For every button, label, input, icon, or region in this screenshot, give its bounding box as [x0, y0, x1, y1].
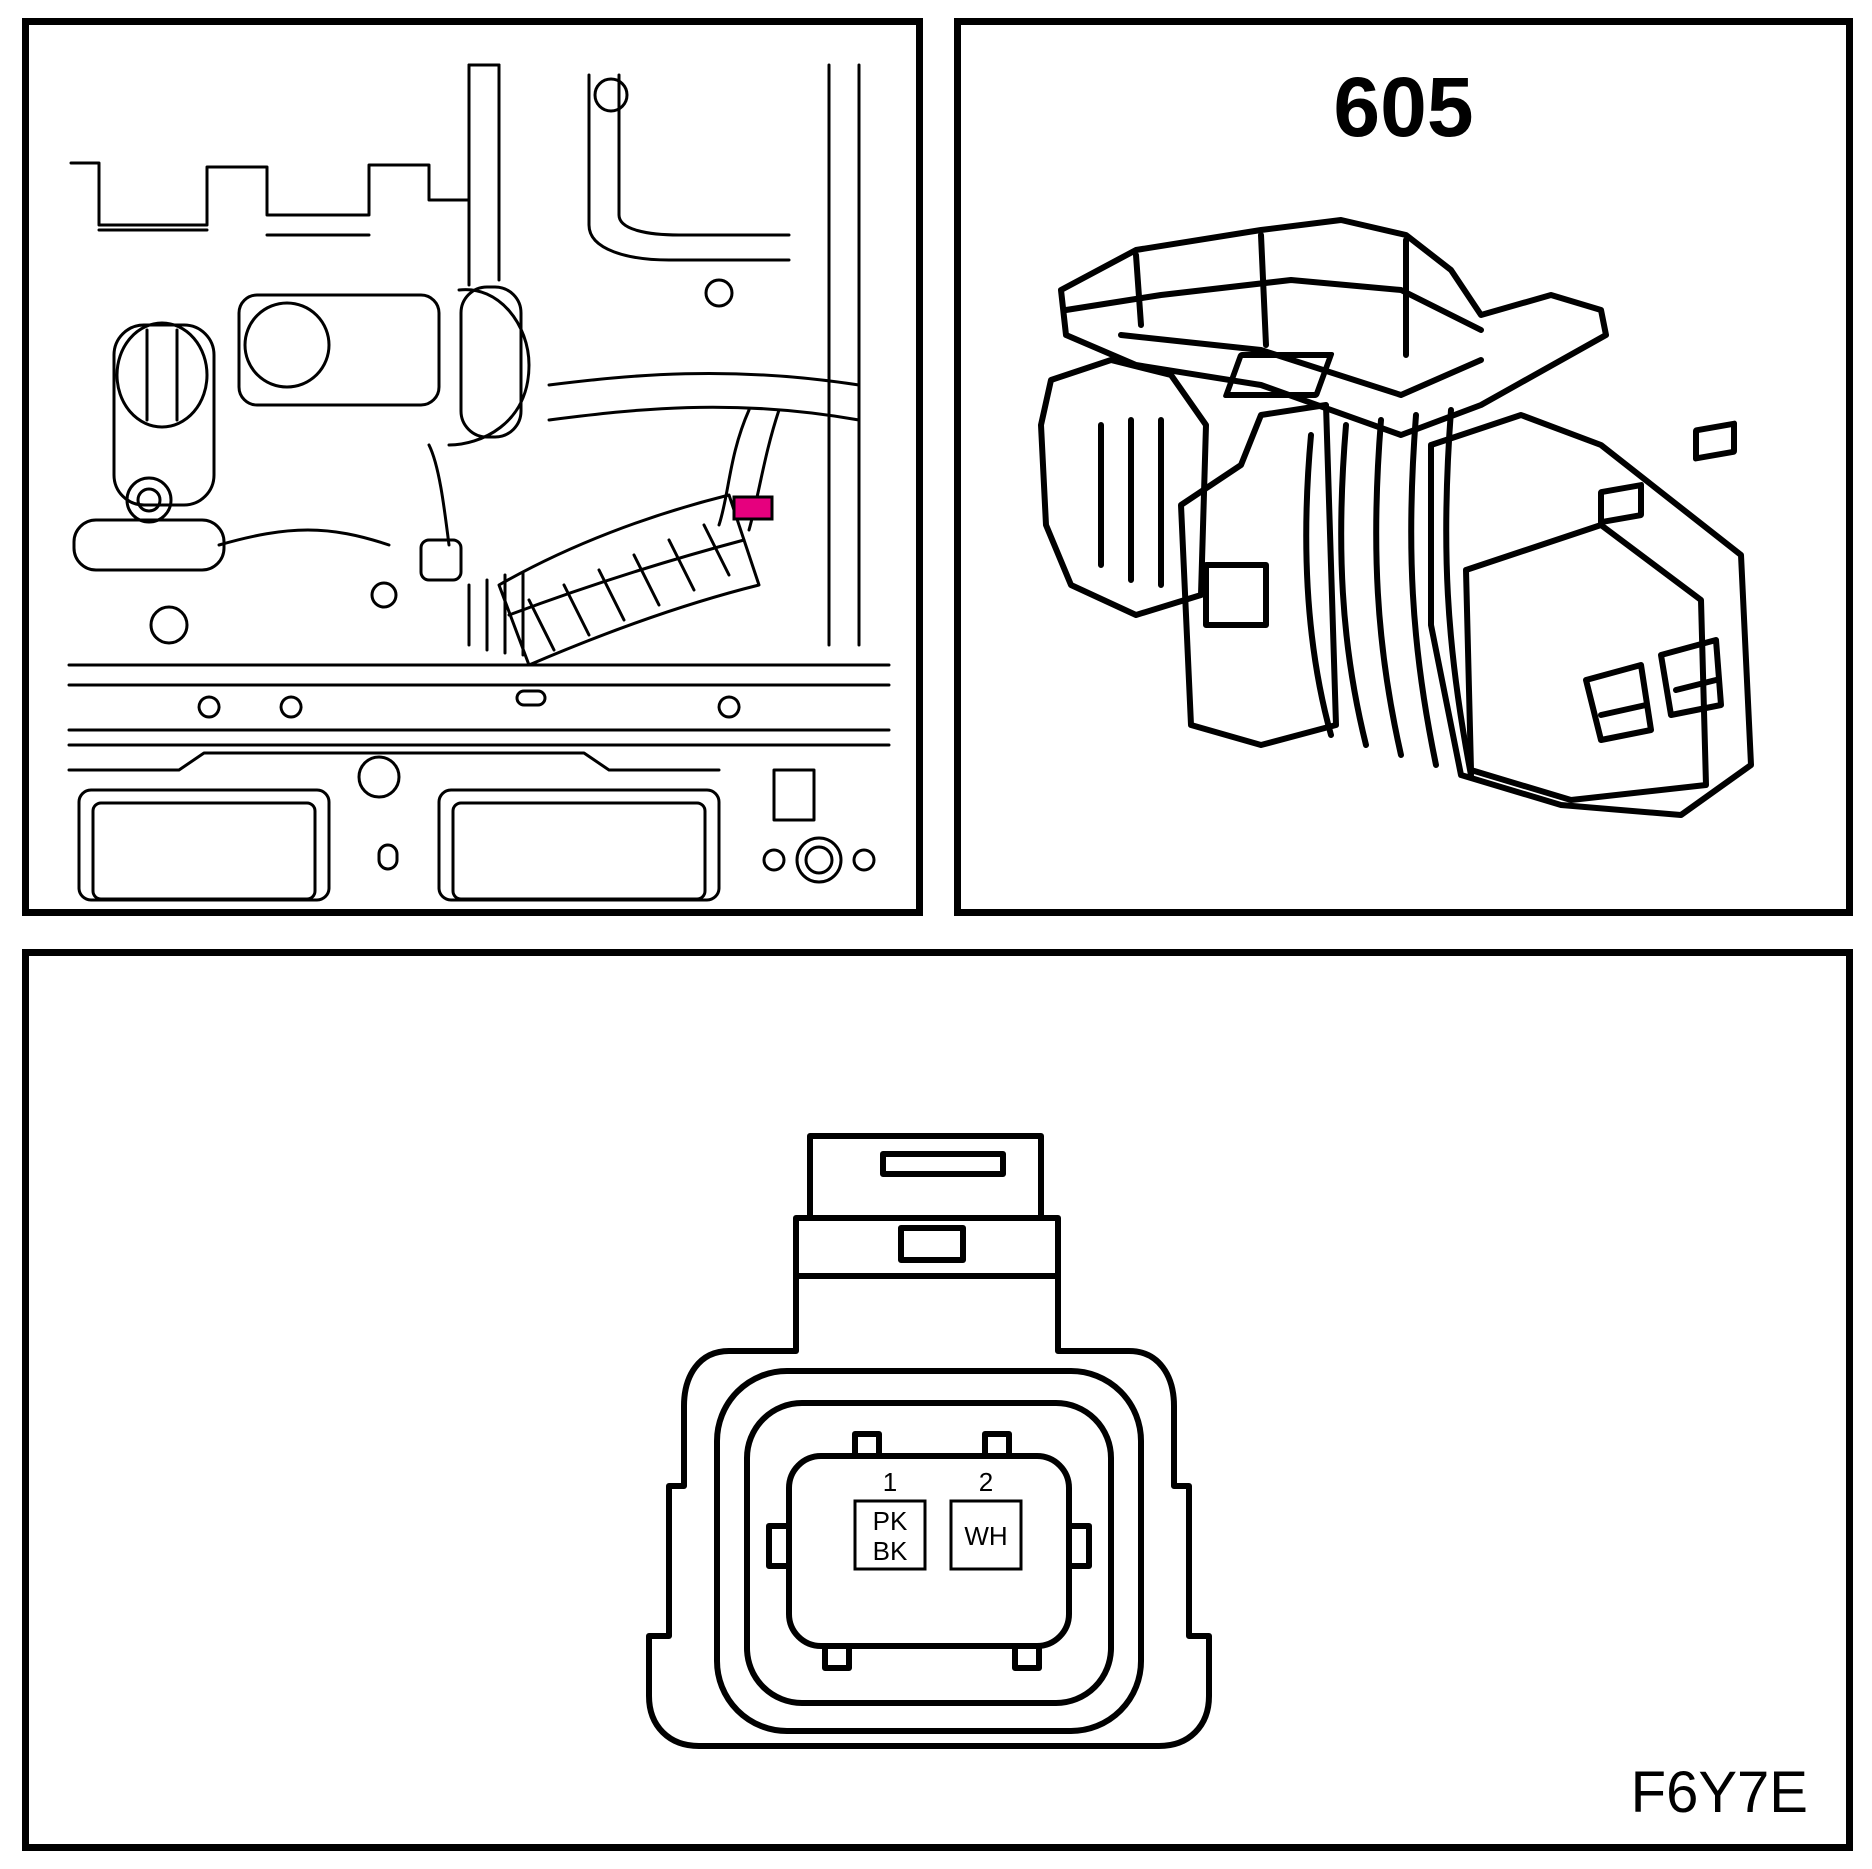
pin-1-cavity: 1 PK BK [853, 1467, 927, 1571]
connector-location-marker [732, 495, 774, 521]
bay-left [77, 788, 331, 902]
pin-1-number: 1 [883, 1467, 897, 1497]
insert-tab-right [1066, 1523, 1092, 1569]
bay-right [437, 788, 721, 902]
latch-slot [880, 1151, 1006, 1177]
connector-number: 605 [1333, 60, 1474, 154]
insert-tab-bl [822, 1643, 852, 1671]
insert-tab-tl [852, 1431, 882, 1459]
pin-2-cavity: 2 WH [949, 1467, 1023, 1571]
pin-2-box [949, 1499, 1023, 1571]
seal-rib-2 [1338, 422, 1369, 748]
left-housing [112, 323, 216, 507]
sensor-body [419, 538, 463, 582]
seal-rib-3 [1373, 417, 1404, 758]
pin-insert [786, 1453, 1072, 1649]
connector-face-illustration: 1 PK BK 2 WH [646, 1133, 1212, 1749]
seal-rib-1 [1303, 432, 1334, 738]
elbow-hose [447, 288, 531, 447]
pin-2-number: 2 [979, 1467, 993, 1497]
throttle-body [237, 293, 441, 407]
latch-button [1223, 352, 1335, 398]
engine-bay-illustration [67, 63, 891, 902]
latch-housing [1058, 217, 1609, 438]
pin-1-box [853, 1499, 927, 1571]
hose-clamp [72, 518, 226, 572]
connector-isometric-illustration [1038, 217, 1754, 818]
hose-upper [547, 371, 861, 422]
mid-body [1178, 402, 1339, 748]
cavity-2 [1658, 637, 1724, 718]
throttle-bore [243, 301, 331, 389]
pin-2-color: WH [964, 1521, 1007, 1551]
sensor-lead [427, 443, 451, 547]
front-shell [1428, 412, 1754, 818]
seal-inner [744, 1400, 1114, 1706]
lower-frame [67, 751, 721, 772]
insert-tab-left [766, 1523, 792, 1569]
pin-1-color-line-2: BK [873, 1536, 908, 1566]
seal-rib-4 [1408, 412, 1439, 768]
tube-top [587, 73, 791, 262]
insert-tab-br [1012, 1643, 1042, 1671]
key-tab-right [1693, 420, 1737, 462]
cross-member [67, 663, 891, 747]
insert-tab-tr [982, 1431, 1012, 1459]
key-tab-left [1598, 482, 1644, 526]
cavity-1 [1583, 662, 1654, 743]
rear-body [1038, 357, 1209, 618]
pin-1-color-line-1: PK [873, 1506, 908, 1536]
figure-code: F6Y7E [1630, 1760, 1808, 1825]
latch-key [898, 1225, 966, 1263]
bellows [467, 571, 525, 657]
location-view-panel [22, 18, 923, 916]
vertical-rail [467, 63, 501, 287]
connector-face-panel: 1 PK BK 2 WH F6Y7E [22, 949, 1853, 1851]
connector-view-panel: 605 [954, 18, 1853, 916]
outer-housing [646, 1273, 1212, 1749]
intake-boot [497, 493, 761, 667]
seal-outer [714, 1368, 1144, 1734]
right-rail [827, 63, 861, 647]
upper-bracket [69, 161, 471, 227]
mating-face [1463, 522, 1709, 803]
